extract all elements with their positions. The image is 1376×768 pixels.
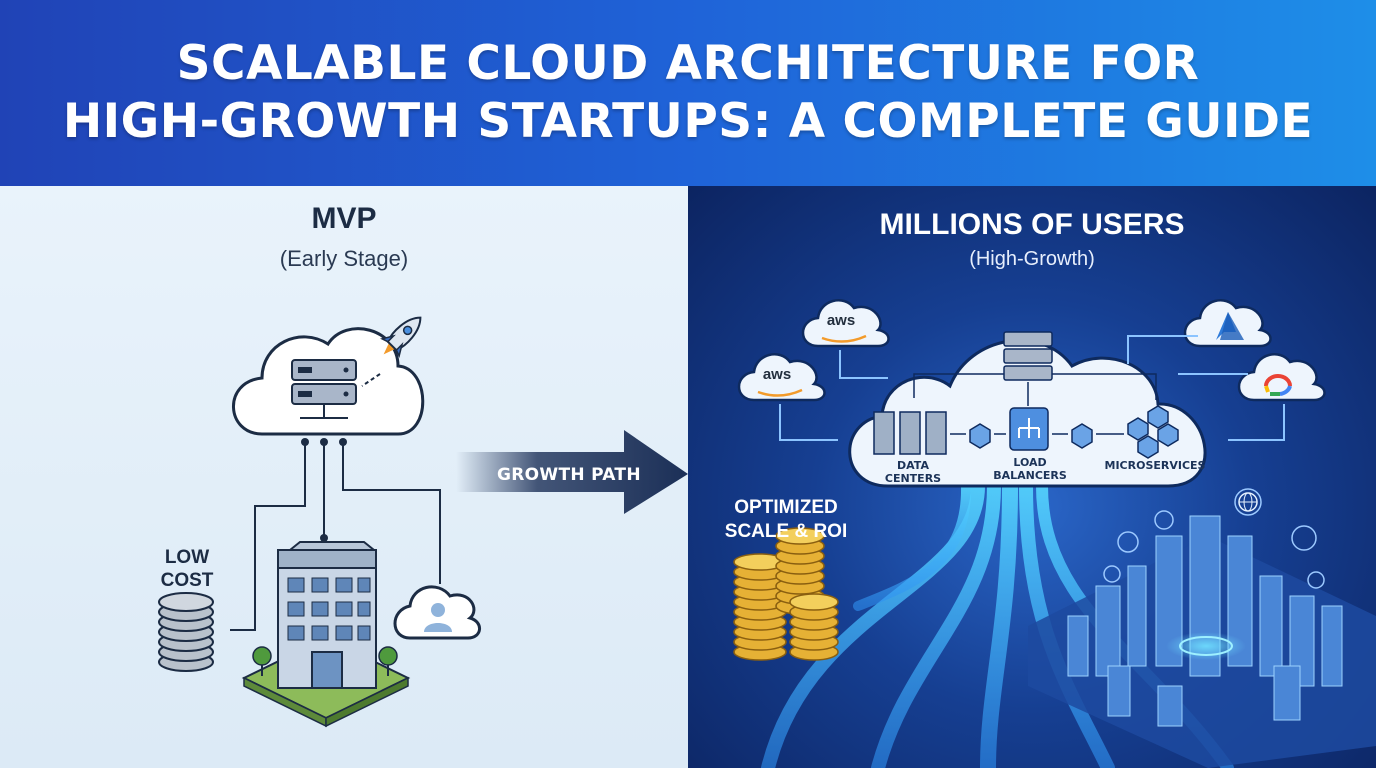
high-growth-subtitle: (High-Growth) (969, 248, 1095, 270)
load-balancers-line-2: BALANCERS (993, 469, 1067, 482)
load-balancer-icon (1009, 407, 1049, 451)
azure-logo (1183, 299, 1272, 348)
city-icon (1028, 515, 1376, 768)
mvp-panel: MVP (Early Stage) (0, 186, 688, 768)
low-cost-line-1: LOW (164, 547, 210, 568)
growth-path-label: GROWTH PATH (497, 465, 641, 485)
rocket-icon (380, 316, 422, 358)
mvp-subtitle: (Early Stage) (279, 246, 409, 271)
mvp-illustration (158, 316, 688, 728)
data-centers-label: DATA CENTERS (884, 459, 942, 485)
mvp-cloud-icon (232, 327, 425, 436)
growth-arrow (456, 430, 688, 514)
roi-line-1: OPTIMIZED (734, 497, 838, 518)
high-growth-panel: MILLIONS OF USERS (High-Growth) (688, 186, 1376, 768)
page-title: SCALABLE CLOUD ARCHITECTURE FOR HIGH-GRO… (63, 35, 1313, 151)
optimized-roi-label: OPTIMIZED SCALE & ROI (716, 496, 856, 544)
roi-line-2: SCALE & ROI (724, 521, 848, 542)
load-balancers-line-1: LOAD (1013, 456, 1047, 469)
high-growth-illustration (733, 299, 1376, 768)
aws-logo (737, 353, 826, 402)
cube-icon (969, 423, 1093, 449)
connection-lines (230, 442, 441, 631)
coin-stack-icon (158, 592, 214, 672)
low-cost-line-2: COST (160, 570, 214, 591)
title-line-2: HIGH-GROWTH STARTUPS: A COMPLETE GUIDE (62, 94, 1314, 149)
title-line-1: SCALABLE CLOUD ARCHITECTURE FOR (176, 36, 1200, 91)
title-banner: SCALABLE CLOUD ARCHITECTURE FOR HIGH-GRO… (0, 0, 1376, 186)
aws-label-2: aws (762, 366, 792, 383)
google-cloud-logo (1237, 353, 1326, 402)
load-balancers-label: LOAD BALANCERS (988, 456, 1072, 482)
globe-icon (1238, 492, 1258, 512)
building-icon (241, 541, 411, 728)
aws-label-1: aws (826, 312, 856, 329)
user-network (1103, 488, 1325, 589)
coin-stack-icon (733, 527, 839, 661)
server-icon (291, 359, 357, 419)
microservices-icon (1127, 405, 1179, 459)
data-centers-icon (873, 411, 947, 455)
provider-connectors (779, 335, 1285, 441)
mvp-title: MVP (311, 202, 377, 235)
low-cost-label: LOW COST (142, 546, 232, 592)
user-cloud-icon (393, 585, 481, 640)
aws-logo (801, 299, 890, 348)
high-growth-title: MILLIONS OF USERS (879, 208, 1185, 241)
server-icon (1003, 331, 1053, 381)
microservices-label: MICROSERVICES (1104, 459, 1206, 472)
